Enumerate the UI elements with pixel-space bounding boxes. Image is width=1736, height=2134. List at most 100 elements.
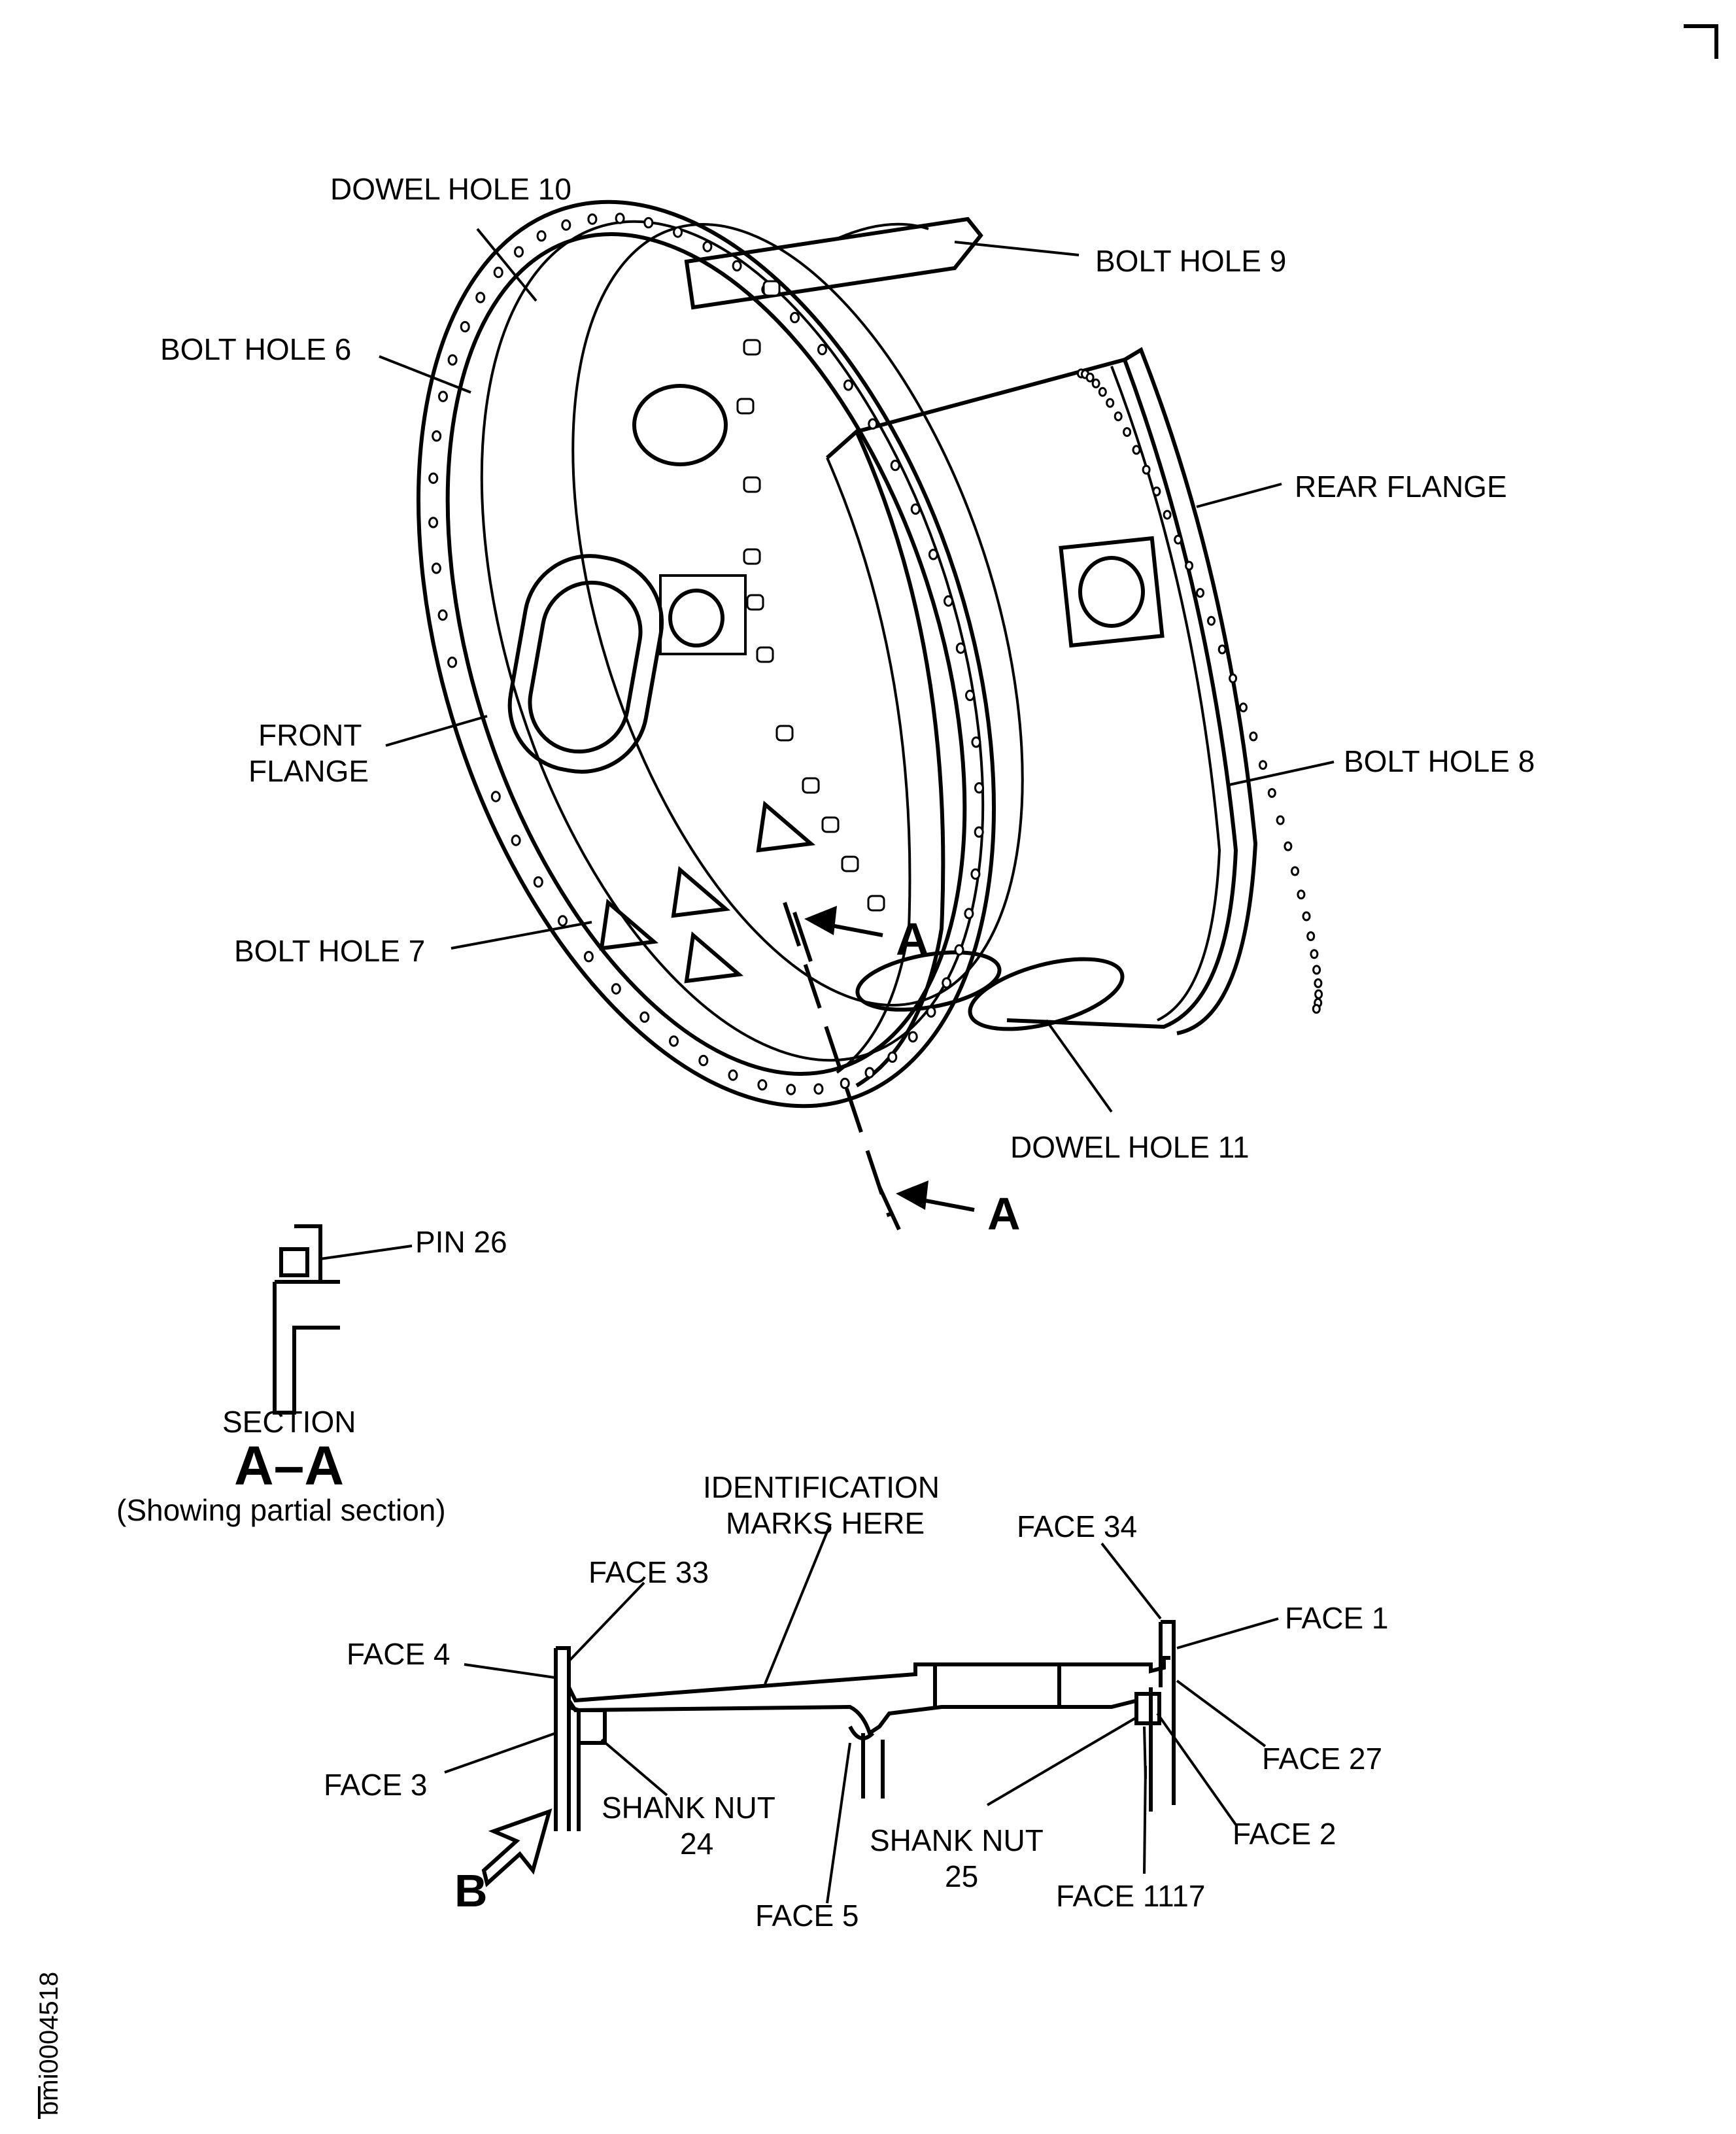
front-flange-hole-9	[475, 292, 486, 303]
leader-face-4	[464, 1663, 555, 1679]
front-flange-hole-39	[908, 1031, 918, 1043]
rear-square-boss	[1059, 536, 1165, 648]
front-flange-hole-45	[757, 1079, 768, 1091]
shank-nut-25	[1134, 1692, 1161, 1725]
top-bracket-detail	[836, 222, 929, 240]
label-pin-26: PIN 26	[415, 1225, 507, 1259]
front-flange-hole-12	[536, 230, 547, 242]
rear-flange-hole-15	[1207, 615, 1216, 626]
inner-boss-7	[775, 725, 794, 742]
leader-bolt-hole-6	[379, 355, 471, 394]
rear-flange-hole-28	[1310, 949, 1319, 959]
front-flange-hole-54	[511, 835, 521, 846]
front-flange-hole-38	[926, 1006, 936, 1018]
front-flange-hole-42	[840, 1077, 850, 1090]
triangle-pad-2	[671, 866, 731, 918]
label-bolt-hole-8: BOLT HOLE 8	[1344, 744, 1535, 778]
inner-boss-10	[841, 855, 859, 872]
leader-face-33	[568, 1581, 645, 1662]
leader-face-34	[1100, 1542, 1162, 1620]
inner-boss-9	[821, 816, 840, 833]
inner-boss-0	[762, 280, 781, 297]
triangle-pad-3	[684, 931, 744, 984]
front-flange-hole-11	[514, 246, 524, 258]
leader-identification	[764, 1523, 832, 1685]
rear-flange-hole-4	[1098, 387, 1107, 397]
inner-boss-6	[756, 646, 774, 663]
front-flange-hole-53	[533, 876, 543, 888]
triangle-pad-4	[599, 899, 659, 951]
rear-flange-hole-31	[1314, 989, 1323, 999]
front-flange-hole-27	[928, 549, 938, 560]
label-section-id: A–A	[234, 1435, 344, 1496]
label-face-4: FACE 4	[347, 1637, 451, 1671]
front-flange-hole-35	[964, 908, 974, 920]
shank-nut-24-seat	[568, 1705, 581, 1733]
front-flange-hole-22	[817, 343, 827, 356]
rear-flange-hole-8	[1132, 445, 1141, 455]
label-view-b: B	[454, 1865, 488, 1916]
front-flange-hole-18	[702, 241, 713, 252]
label-bolt-hole-7: BOLT HOLE 7	[234, 934, 425, 968]
leader-face-3	[444, 1732, 556, 1774]
pin-body	[279, 1247, 309, 1277]
leader-bolt-hole-7	[451, 921, 592, 950]
front-flange-hole-43	[813, 1083, 824, 1095]
front-flange-hole-7	[447, 354, 458, 366]
front-flange-hole-44	[786, 1084, 796, 1095]
rear-flange-hole-2	[1085, 372, 1095, 383]
label-front-flange-1: FRONT	[258, 718, 362, 752]
front-flange-hole-17	[673, 226, 683, 238]
leader-face-2	[1156, 1712, 1237, 1826]
label-section-note: (Showing partial section)	[116, 1493, 446, 1527]
label-drawing-id: bmi0004518	[35, 1972, 63, 2116]
rear-flange-bolt-holes	[1076, 368, 1323, 1014]
front-flange-hole-52	[558, 915, 568, 927]
label-front-flange-2: FLANGE	[248, 754, 369, 788]
label-dowel-hole-11: DOWEL HOLE 11	[1010, 1130, 1250, 1164]
rear-flange-hole-14	[1196, 588, 1204, 598]
leader-shank-nut-24	[600, 1738, 668, 1797]
casing-inner-shell	[480, 220, 985, 1062]
label-identification-1: IDENTIFICATION	[703, 1470, 940, 1504]
rear-flange-hole-11	[1163, 509, 1172, 520]
front-flange-hole-49	[639, 1011, 650, 1023]
label-rear-flange: REAR FLANGE	[1295, 470, 1507, 504]
leader-face-1	[1176, 1617, 1279, 1649]
inner-boss-11	[867, 895, 885, 912]
leader-face-5	[826, 1742, 851, 1904]
label-shank-nut-25-line2: 25	[945, 1859, 978, 1893]
front-flange-hole-0	[447, 657, 458, 668]
section-cut-start	[792, 912, 813, 962]
rear-flange-hole-3	[1091, 378, 1100, 388]
label-dowel-hole-10: DOWEL HOLE 10	[330, 172, 571, 206]
section-cut-end	[877, 1186, 901, 1231]
rear-flange-hole-21	[1267, 788, 1276, 798]
leader-face-1117	[1143, 1765, 1147, 1874]
front-flange-hole-48	[669, 1035, 679, 1047]
section-profile	[273, 1282, 340, 1415]
oval-port-boss	[507, 554, 664, 774]
inner-flange-inner	[826, 457, 911, 1074]
label-section-word: SECTION	[222, 1405, 356, 1439]
label-face-2: FACE 2	[1233, 1817, 1336, 1851]
rear-boss-port	[1078, 556, 1145, 628]
front-flange-hole-40	[887, 1051, 898, 1063]
web-bottom-line	[567, 1698, 1138, 1736]
rear-flange-hole-20	[1259, 760, 1267, 770]
leader-dowel-hole-10	[476, 228, 537, 302]
rear-flange-hole-16	[1217, 644, 1227, 655]
label-face-3: FACE 3	[324, 1768, 428, 1802]
front-flange-hole-1	[437, 609, 448, 621]
rear-flange-hole-26	[1302, 911, 1311, 921]
label-bolt-hole-9: BOLT HOLE 9	[1095, 244, 1286, 278]
rear-flange-hole-17	[1229, 673, 1238, 683]
right-flange-outer	[1161, 1620, 1176, 1805]
front-flange-hole-3	[428, 517, 439, 528]
inner-boss-8	[802, 777, 820, 794]
inner-boss-3	[743, 476, 761, 493]
rear-flange-hole-12	[1174, 534, 1183, 545]
leader-dowel-hole-11	[1045, 1019, 1113, 1113]
